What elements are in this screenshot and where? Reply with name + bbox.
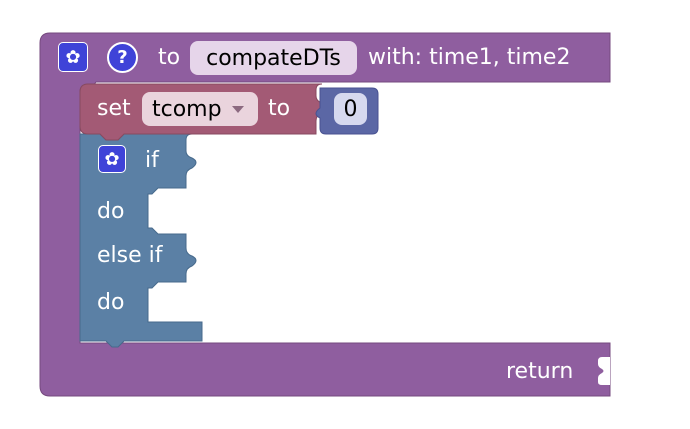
if-block[interactable] [79, 133, 203, 348]
if-label: if [145, 148, 159, 173]
variable-dropdown[interactable]: tcomp [142, 92, 258, 126]
procedure-name-field[interactable]: compateDTs [190, 41, 357, 75]
number-value-field[interactable]: 0 [334, 93, 367, 125]
variable-name: tcomp [152, 96, 222, 122]
procedure-params-label: with: time1, time2 [368, 45, 571, 70]
do-label: do [97, 199, 125, 224]
set-to-label: to [268, 96, 291, 121]
procedure-to-label: to [158, 45, 181, 70]
return-label: return [506, 359, 574, 384]
chevron-down-icon [231, 105, 244, 113]
else-if-label: else if [97, 243, 163, 268]
if-mutator-gear-icon[interactable]: ✿ [98, 145, 126, 173]
return-input-socket[interactable] [598, 357, 610, 385]
set-label: set [97, 96, 131, 121]
procedure-mutator-gear-icon[interactable]: ✿ [58, 42, 88, 72]
procedure-help-question-icon[interactable]: ? [107, 42, 138, 73]
do2-label: do [97, 290, 125, 315]
